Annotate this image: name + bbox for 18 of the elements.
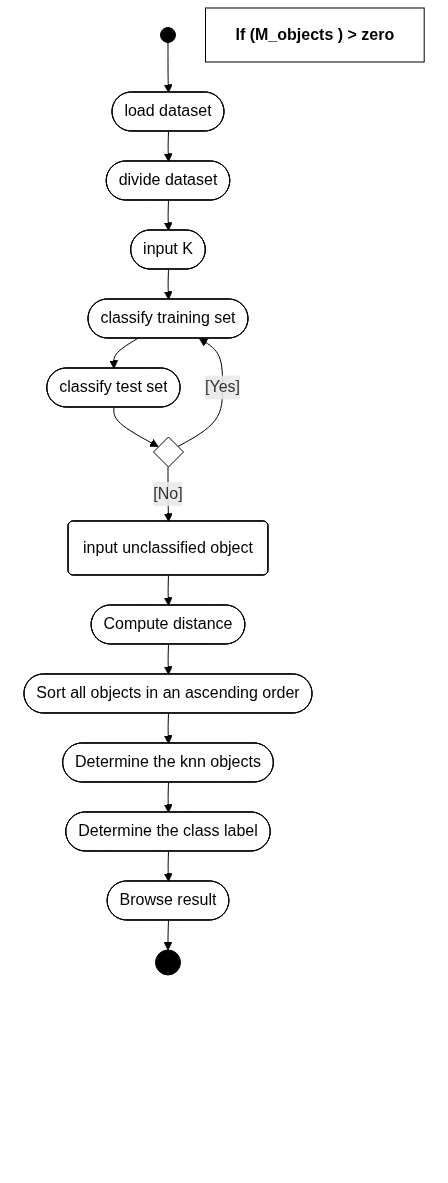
- node-diamond: [152, 436, 184, 468]
- node-circle: [154, 949, 181, 976]
- arrow: [163, 850, 173, 882]
- arrow: [163, 42, 173, 93]
- node-box: If (M_objects ) > zero: [204, 7, 425, 63]
- node-circle: [159, 27, 176, 43]
- arrow: [113, 407, 159, 448]
- arrow: [163, 131, 173, 162]
- arrow: [163, 644, 173, 675]
- arrow: [163, 713, 173, 744]
- arrow: [163, 269, 173, 300]
- arrow: [163, 200, 173, 231]
- edge-label: [Yes]: [204, 378, 240, 396]
- arrow: [109, 338, 139, 369]
- arrow: [163, 575, 173, 606]
- arrow: [163, 919, 173, 951]
- arrow: [163, 781, 173, 813]
- edge-label: [No]: [153, 484, 183, 502]
